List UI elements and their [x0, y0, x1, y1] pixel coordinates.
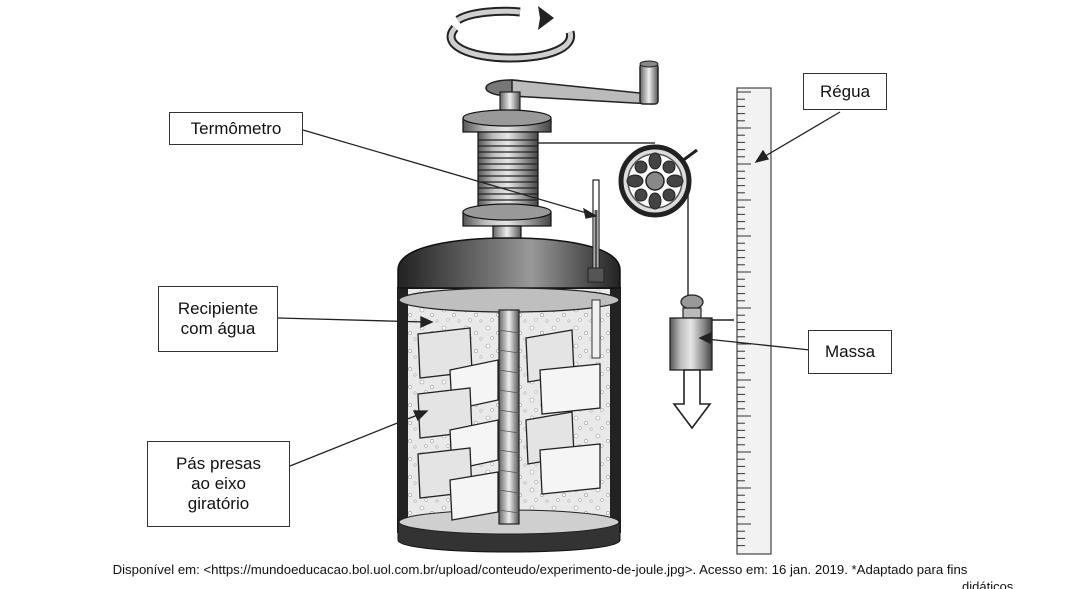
rotating-shaft: [498, 309, 520, 525]
paddles: [417, 327, 601, 521]
label-pas: Pás presas ao eixo giratório: [147, 441, 290, 527]
ruler: [736, 87, 772, 555]
rotation-arrow-icon: [446, 6, 576, 63]
label-massa-text: Massa: [824, 342, 876, 361]
thermometer: [587, 179, 605, 359]
label-recipiente-line2: com água: [180, 319, 256, 338]
label-recipiente-line1: Recipiente: [177, 299, 259, 318]
label-pas-line2: ao eixo: [191, 474, 246, 493]
label-regua-text: Régua: [819, 81, 871, 101]
label-termometro-text: Termômetro: [190, 118, 282, 138]
pulley-wheel: [618, 144, 698, 218]
rope-spool: [462, 109, 552, 257]
source-caption-continuation: didáticos: [962, 580, 1014, 589]
label-regua: Régua: [803, 73, 887, 110]
hanging-mass: [669, 294, 734, 371]
down-arrow-icon: [672, 369, 712, 430]
label-pas-line1: Pás presas: [175, 454, 262, 473]
source-caption: Disponível em: <https://mundoeducacao.bo…: [112, 562, 968, 577]
label-termometro: Termômetro: [169, 112, 303, 145]
label-recipiente: Recipiente com água: [158, 286, 278, 352]
leader-lines: [277, 111, 841, 467]
rope: [538, 142, 689, 296]
label-pas-line3: giratório: [187, 494, 250, 513]
label-massa: Massa: [808, 330, 892, 374]
